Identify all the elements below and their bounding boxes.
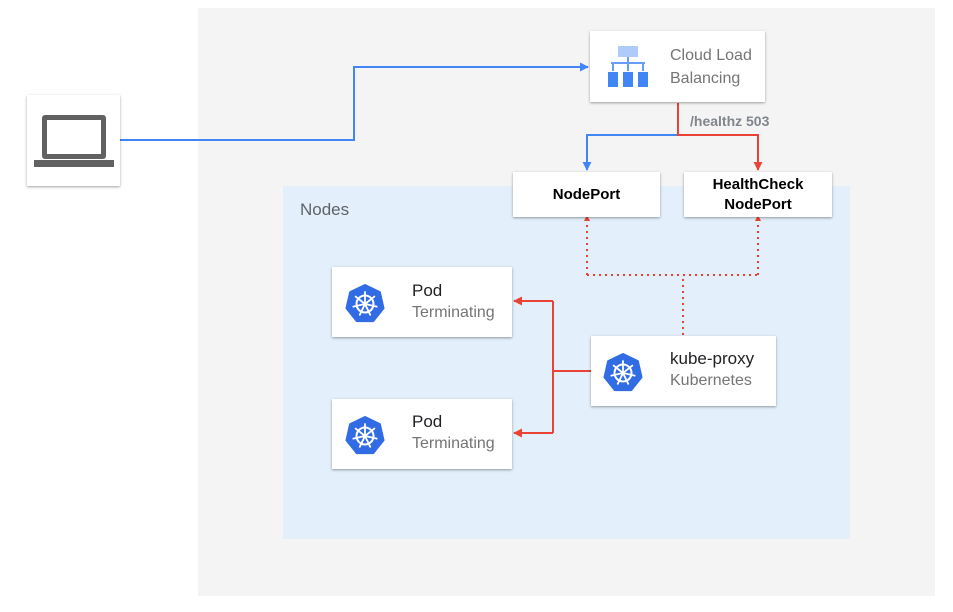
healthcheck-nodeport-label: HealthCheck NodePort (684, 172, 832, 217)
lb-to-nodeport-arrow (582, 103, 679, 171)
pod-2-title: Pod (412, 412, 443, 431)
load-balancer-line-1: Cloud Load (670, 47, 752, 64)
pod-2-status: Terminating (412, 435, 495, 452)
lb-to-healthcheck-arrow (677, 103, 763, 171)
nodeport-card: NodePort (513, 172, 660, 217)
kube-proxy-subtitle: Kubernetes (670, 372, 752, 389)
nodes-label: Nodes (300, 200, 350, 219)
healthcheck-nodeport-card: HealthCheck NodePort (684, 172, 832, 217)
kubernetes-icon (345, 416, 385, 455)
pod-1-title: Pod (412, 281, 443, 300)
kubeproxy-to-ports-dotted (586, 219, 759, 335)
kubeproxy-to-pods-wire (552, 301, 591, 433)
client-to-lb-arrow (120, 62, 589, 141)
load-balancer-card (590, 31, 765, 102)
load-balancing-icon (608, 46, 648, 87)
laptop-icon (34, 115, 114, 167)
load-balancer-label: Cloud Load Balancing (670, 44, 752, 90)
nodeport-label: NodePort (552, 185, 621, 203)
pod-1-status: Terminating (412, 304, 495, 321)
kubernetes-icon (603, 353, 643, 392)
load-balancer-line-2: Balancing (670, 70, 741, 87)
healthcheck-nodeport-line-1: HealthCheck (712, 175, 804, 193)
kube-proxy-title: kube-proxy (670, 349, 755, 368)
kubernetes-icon (345, 284, 385, 323)
healthcheck-nodeport-line-2: NodePort (724, 195, 792, 213)
healthz-503-label: /healthz 503 (690, 113, 770, 129)
